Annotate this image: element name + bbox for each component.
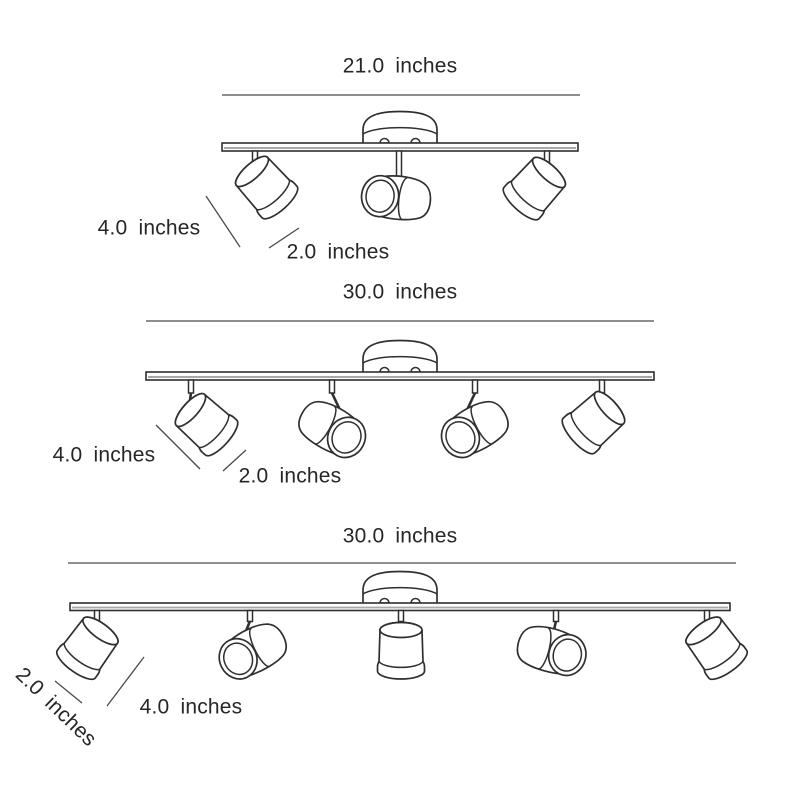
fixture-1-spotlight-2 — [358, 170, 434, 224]
fixture-1-canopy — [362, 110, 438, 144]
fixture-2-spotlight-4 — [556, 384, 632, 460]
fixture-3-head-length-label: 4.0 inches — [139, 695, 243, 719]
fixture-2-stem-1 — [187, 379, 195, 394]
fixture-2-spotlight-3 — [432, 393, 516, 466]
fixture-1-track-length-label: 21.0 inches — [342, 54, 458, 78]
fixture-3-spotlight-1 — [51, 610, 125, 686]
fixture-2-head-length-line — [155, 424, 201, 470]
fixture-2-head-diameter-line — [222, 449, 247, 472]
fixture-3-spotlight-4 — [512, 620, 592, 681]
fixture-3-head-diameter-line — [54, 680, 83, 704]
fixture-1-spotlight-1 — [228, 149, 304, 225]
fixture-3-spotlight-3 — [376, 621, 426, 680]
fixture-3-spotlight-5 — [679, 610, 753, 686]
fixture-1-head-length-label: 4.0 inches — [97, 216, 201, 240]
fixture-1-spotlight-3 — [497, 150, 573, 226]
fixture-1-track-bar — [221, 142, 579, 152]
fixture-2-head-diameter-label: 2.0 inches — [238, 464, 342, 488]
fixture-3 — [51, 562, 753, 707]
fixture-3-track-bar — [69, 602, 731, 612]
fixture-3-spotlight-2 — [210, 615, 294, 687]
fixture-3-stem-4 — [552, 609, 560, 623]
fixture-1-head-length-line — [205, 195, 241, 248]
fixture-3-track-length-label: 30.0 inches — [342, 524, 458, 548]
fixture-2-track-length-label: 30.0 inches — [342, 280, 458, 304]
fixture-2 — [145, 320, 655, 472]
fixture-1-stem-2 — [395, 150, 403, 178]
fixture-3-stem-3 — [397, 609, 405, 623]
fixture-3-canopy — [362, 570, 438, 604]
fixture-2-spotlight-2 — [291, 393, 375, 466]
fixture-2-track-bar — [145, 371, 655, 381]
fixture-1-head-diameter-line — [268, 227, 300, 249]
fixture-2-stem-3 — [471, 379, 479, 394]
fixture-3-stem-2 — [246, 609, 254, 623]
fixture-3-head-length-line — [106, 656, 145, 707]
fixture-1-head-diameter-label: 2.0 inches — [286, 240, 390, 264]
fixture-2-stem-4 — [598, 379, 606, 394]
fixture-2-canopy — [362, 339, 438, 373]
fixture-1 — [205, 94, 580, 249]
fixture-2-head-length-label: 4.0 inches — [52, 443, 156, 467]
fixture-2-stem-2 — [328, 379, 336, 394]
